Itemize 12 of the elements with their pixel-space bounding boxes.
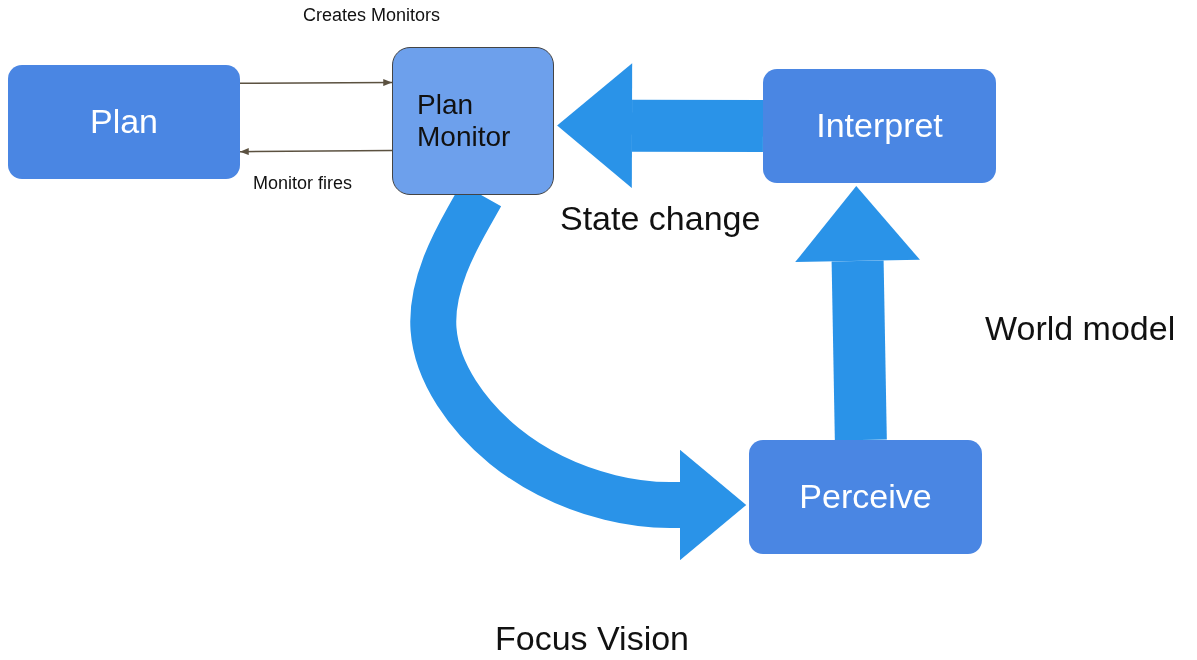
node-label: Interpret — [816, 106, 943, 146]
node-label: Perceive — [799, 477, 932, 517]
monitor-box — [392, 47, 554, 195]
node-label: Plan Monitor — [417, 88, 512, 154]
block-arrow — [795, 186, 920, 441]
process-box — [749, 440, 982, 554]
arrow — [239, 79, 393, 87]
arrow — [239, 148, 393, 156]
node-label: Plan — [89, 102, 159, 142]
block-arrow — [557, 63, 764, 189]
process-box — [763, 69, 996, 183]
process-box — [8, 65, 240, 179]
